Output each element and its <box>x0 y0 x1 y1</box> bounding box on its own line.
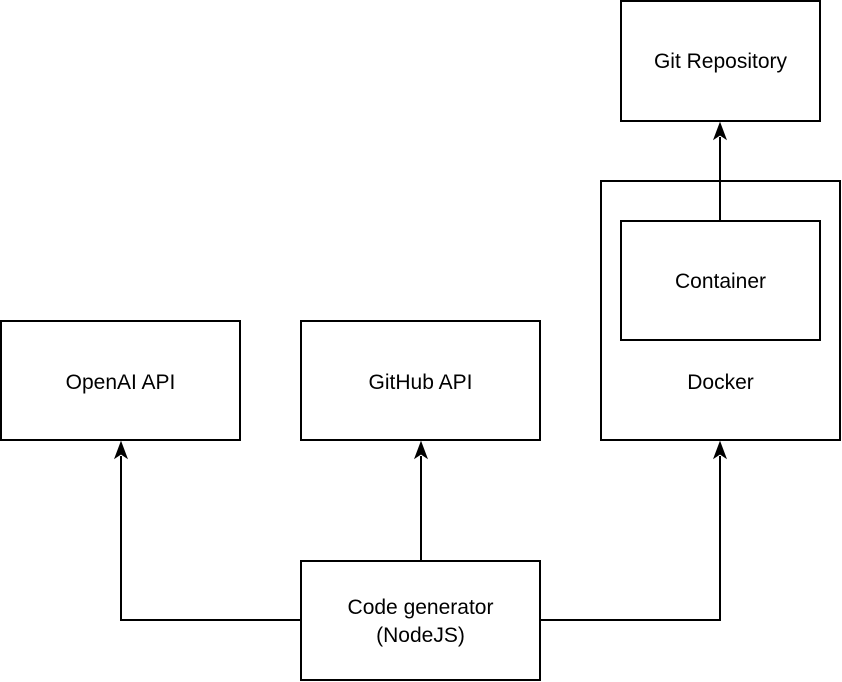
node-github-api[interactable]: GitHub API <box>300 320 541 441</box>
arrowhead-icon <box>712 440 728 460</box>
arrowhead-icon <box>113 440 129 460</box>
container-box <box>620 220 821 341</box>
docker-label: Docker <box>687 371 754 394</box>
node-container[interactable]: Container <box>620 220 821 341</box>
openai-api-box <box>0 320 241 441</box>
node-openai-api[interactable]: OpenAI API <box>0 320 241 441</box>
git-repository-box <box>620 0 821 122</box>
node-code-generator[interactable]: Code generator (NodeJS) <box>300 560 541 681</box>
edge-code-generator-to-github-api <box>413 440 429 561</box>
edge-container-to-git-repository <box>712 121 728 221</box>
openai-api-label: OpenAI API <box>66 371 176 394</box>
code-generator-label-line2: (NodeJS) <box>376 624 465 647</box>
edge-line <box>540 456 721 621</box>
code-generator-label-line1: Code generator <box>348 596 494 619</box>
edge-code-generator-to-openai-api <box>113 440 301 621</box>
arrowhead-icon <box>413 440 429 460</box>
git-repository-label: Git Repository <box>654 50 788 73</box>
node-git-repository[interactable]: Git Repository <box>620 0 821 122</box>
code-generator-box <box>300 560 541 681</box>
arrowhead-icon <box>712 121 728 141</box>
edge-line <box>120 456 301 621</box>
github-api-box <box>300 320 541 441</box>
container-label: Container <box>675 270 766 293</box>
edge-code-generator-to-docker <box>540 440 728 621</box>
github-api-label: GitHub API <box>369 371 473 394</box>
